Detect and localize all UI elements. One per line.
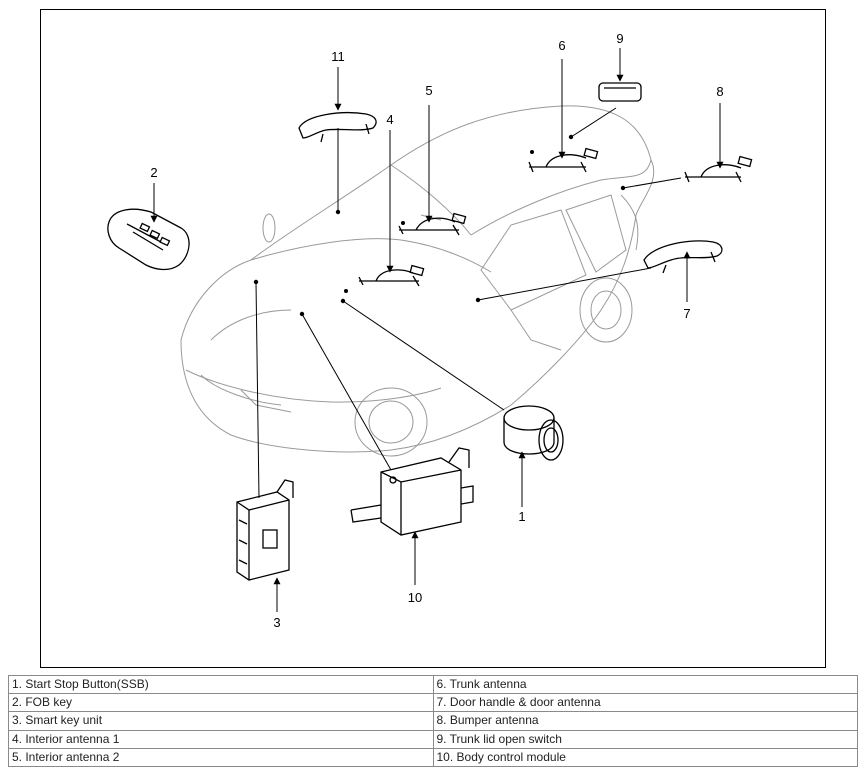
interior-antenna-2-drawing <box>398 212 467 236</box>
legend-item: 2. FOB key <box>8 693 434 713</box>
callout-4: 4 <box>386 112 393 127</box>
callout-6: 6 <box>558 38 565 53</box>
legend-item: 10. Body control module <box>432 747 858 768</box>
callout-1: 1 <box>518 509 525 524</box>
smart-key-unit-drawing <box>236 479 294 581</box>
legend-item: 5. Interior antenna 2 <box>8 747 434 768</box>
legend-item: 1. Start Stop Button(SSB) <box>8 674 434 695</box>
bumper-antenna-drawing <box>684 155 753 183</box>
legend-item: 6. Trunk antenna <box>432 674 858 695</box>
component-location-figure: 1 2 3 4 5 6 7 8 9 10 11 <box>40 9 826 668</box>
legend-row: 4. Interior antenna 1 9. Trunk lid open … <box>8 729 858 749</box>
callout-9: 9 <box>616 31 623 46</box>
legend-row: 5. Interior antenna 2 10. Body control m… <box>8 747 858 768</box>
door-handle-left-drawing <box>298 112 377 143</box>
legend-item: 3. Smart key unit <box>8 711 434 731</box>
callout-11: 11 <box>331 49 345 64</box>
callout-labels: 1 2 3 4 5 6 7 8 9 10 11 <box>150 31 723 630</box>
interior-antenna-1-drawing <box>358 264 425 287</box>
vehicle-outline <box>180 105 655 457</box>
legend-item: 7. Door handle & door antenna <box>432 693 858 713</box>
trunk-lid-switch-drawing <box>598 82 642 102</box>
legend-row: 3. Smart key unit 8. Bumper antenna <box>8 711 858 731</box>
door-handle-right-drawing <box>643 240 723 274</box>
body-control-module-drawing <box>350 447 474 536</box>
trunk-antenna-drawing <box>528 147 599 173</box>
legend-row: 2. FOB key 7. Door handle & door antenna <box>8 693 858 713</box>
leader-lines <box>253 107 682 499</box>
callout-arrows <box>150 48 724 612</box>
callout-2: 2 <box>150 165 157 180</box>
legend-table: 1. Start Stop Button(SSB) 6. Trunk anten… <box>8 674 858 768</box>
legend-item: 9. Trunk lid open switch <box>432 729 858 749</box>
legend-item: 4. Interior antenna 1 <box>8 729 434 749</box>
callout-5: 5 <box>425 83 432 98</box>
legend-item: 8. Bumper antenna <box>432 711 858 731</box>
legend-row: 1. Start Stop Button(SSB) 6. Trunk anten… <box>8 674 858 695</box>
callout-8: 8 <box>716 84 723 99</box>
diagram-svg: 1 2 3 4 5 6 7 8 9 10 11 <box>107 31 753 630</box>
callout-10: 10 <box>408 590 422 605</box>
start-stop-button-drawing <box>503 405 564 461</box>
callout-7: 7 <box>683 306 690 321</box>
fob-key-drawing <box>107 208 190 271</box>
callout-3: 3 <box>273 615 280 630</box>
